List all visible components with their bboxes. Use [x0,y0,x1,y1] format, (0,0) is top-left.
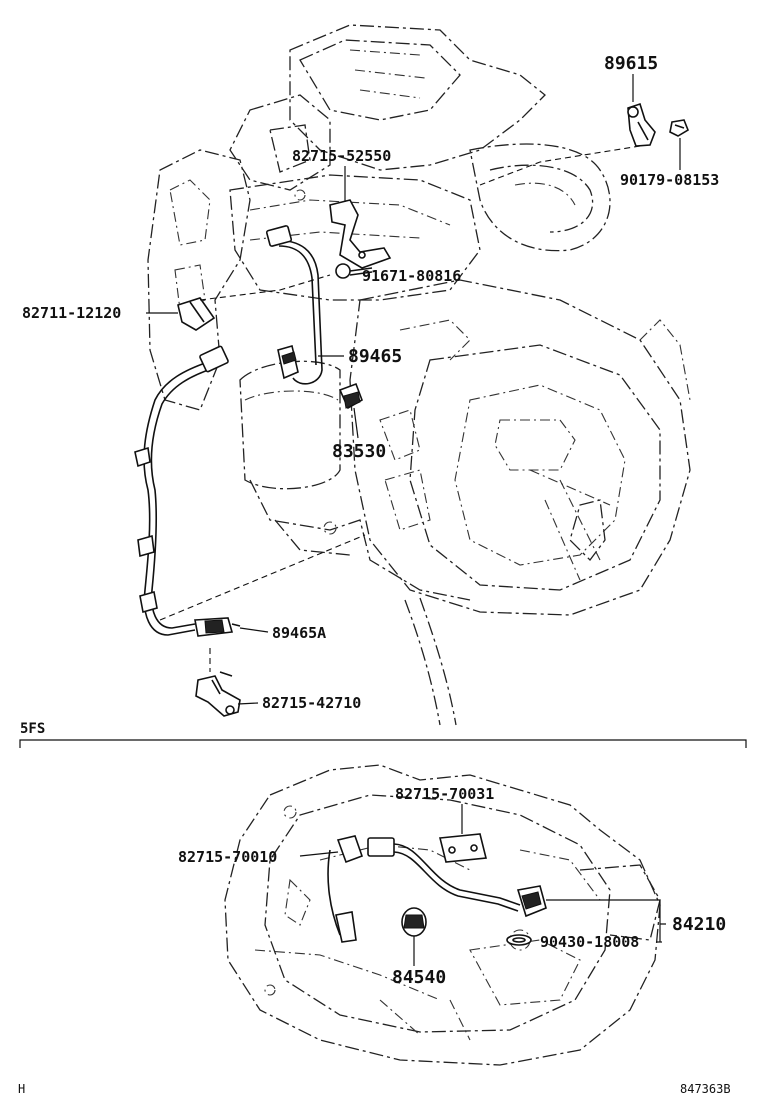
label-82715-70010: 82715-70010 [178,848,277,866]
label-82715-52550-group: 82715-52550 [292,147,391,202]
label-89615: 89615 [604,53,658,74]
label-83530-group: 83530 [332,407,386,462]
bracket-82715-52550-icon [329,199,392,269]
label-84540-group: 84540 [392,936,446,988]
label-82715-42710: 82715-42710 [262,694,361,712]
footer-left-code: H [18,1082,25,1096]
speed-sensor-harness-icon [367,837,521,912]
label-82715-70031-group: 82715-70031 [395,785,494,834]
label-90430-18008-group: 90430-18008 [540,933,662,951]
label-90179-08153: 90179-08153 [620,171,719,189]
bracket-82715-42710-icon [195,648,241,717]
label-89615-group: 89615 [604,53,658,102]
label-90430-18008: 90430-18008 [540,933,639,951]
gasket-90430-18008-icon [506,934,532,946]
label-89465: 89465 [348,346,402,367]
label-91671-80816: 91671-80816 [362,267,461,285]
label-84210-group: 84210 [546,899,726,942]
label-84540: 84540 [392,967,446,988]
label-82711-12120: 82711-12120 [22,304,121,322]
label-89465A-group: 89465A [239,624,326,642]
section-divider: 5FS [19,721,747,748]
label-83530: 83530 [332,441,386,462]
bracket-82715-70010-icon [327,835,364,943]
backup-light-switch-84540-icon [401,907,427,937]
oil-pressure-switch-83530-icon [338,382,363,410]
label-91671-80816-group: 91671-80816 [362,267,461,285]
label-84210: 84210 [672,914,726,935]
oxygen-sensor-89465A-icon [134,345,241,637]
sensor-89615-icon [627,102,656,147]
oxygen-sensor-89465-icon [265,225,323,385]
label-82715-70031: 82715-70031 [395,785,494,803]
label-82715-70010-group: 82715-70010 [178,848,339,866]
label-82715-42710-group: 82715-42710 [237,694,361,712]
engine-outline [147,24,691,726]
bracket-82715-70031-icon [438,833,488,863]
speed-sensor-84210-icon [516,885,547,918]
footer-figure-number: 847363B [680,1082,731,1096]
nut-90179-08153-icon [669,119,689,137]
bolt-91671-80816-icon [335,263,373,279]
label-82711-12120-group: 82711-12120 [22,304,178,322]
transaxle-5fs-outline [224,764,661,1066]
section-label-5fs: 5FS [20,721,45,737]
clamp-82711-12120-icon [177,297,216,331]
label-90179-08153-group: 90179-08153 [620,138,719,189]
label-89465-group: 89465 [318,346,402,367]
label-89465A: 89465A [272,624,326,642]
label-82715-52550: 82715-52550 [292,147,391,165]
